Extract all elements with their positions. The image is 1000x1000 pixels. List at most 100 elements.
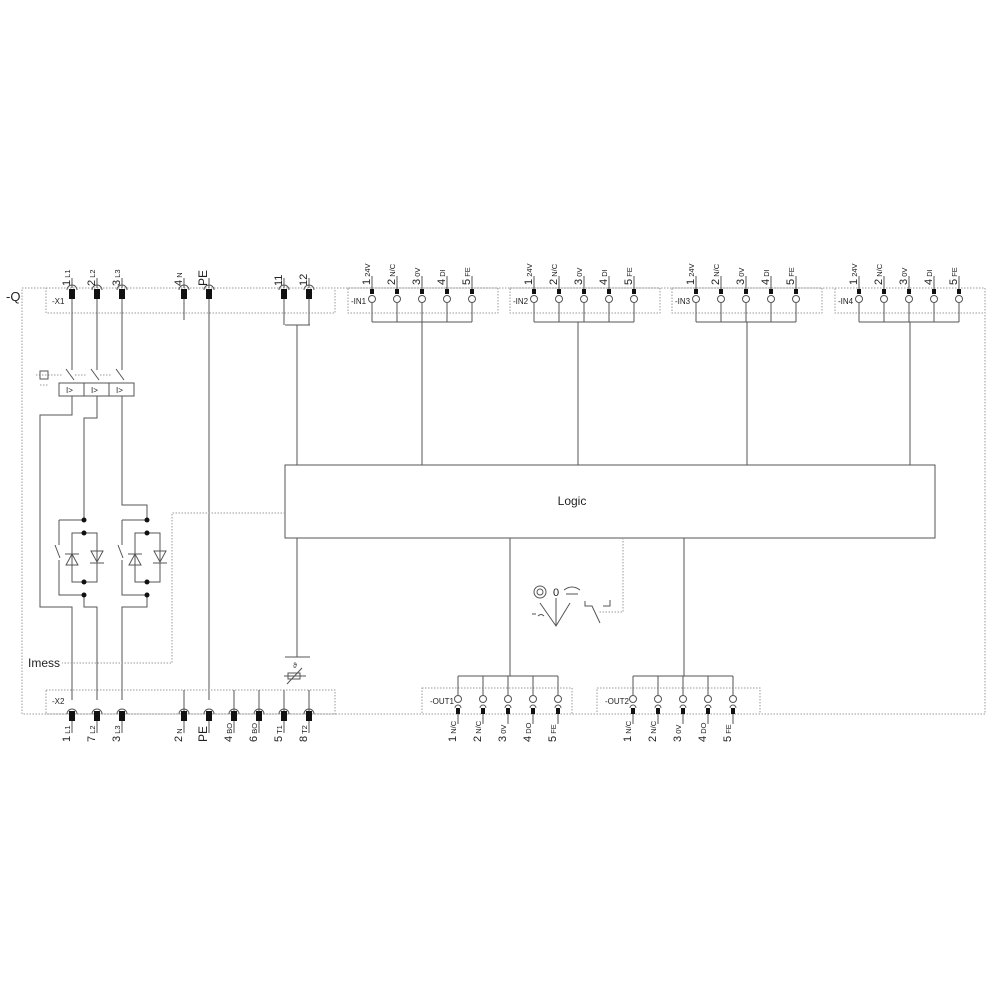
input-pin-5 bbox=[470, 289, 474, 294]
x1-terminal-label: 4 N bbox=[173, 272, 185, 286]
remote-mode-icon bbox=[532, 613, 545, 617]
input-pin-1 bbox=[370, 289, 374, 294]
terminal-x1-2 bbox=[94, 289, 100, 299]
pin-contact bbox=[717, 295, 725, 303]
x2-terminal-label: 1 L1 bbox=[61, 725, 73, 742]
input-pin-1 bbox=[532, 289, 536, 294]
input-pin-5 bbox=[632, 289, 636, 294]
junction-dot bbox=[81, 579, 87, 585]
input-pin-label: 1 24V bbox=[848, 263, 860, 285]
thyristor-icon bbox=[153, 550, 167, 564]
output-pin-2 bbox=[481, 708, 485, 714]
junction-dot bbox=[144, 530, 150, 536]
pin-arc bbox=[454, 704, 462, 709]
input-pin-label: 1 24V bbox=[685, 263, 697, 285]
x2-terminal-label: 7 L2 bbox=[86, 725, 98, 742]
x2-terminal-label: 4 BO bbox=[223, 723, 235, 742]
x1-terminal-label: 11 bbox=[273, 275, 285, 286]
terminal-arc bbox=[203, 708, 215, 715]
pin-contact bbox=[792, 295, 800, 303]
x1-terminal-label: 3 L3 bbox=[111, 269, 123, 286]
auto-mode-icon bbox=[533, 585, 547, 599]
thermistor-slope bbox=[286, 667, 303, 685]
input-pin-4 bbox=[769, 289, 773, 294]
input-pin-4 bbox=[607, 289, 611, 294]
output-module-label: -OUT1 bbox=[430, 697, 455, 706]
x2-terminal-label: 3 L3 bbox=[111, 725, 123, 742]
input-pin-5 bbox=[794, 289, 798, 294]
pin-contact bbox=[880, 295, 888, 303]
output-pin-3 bbox=[681, 708, 685, 714]
terminal-x2-4 bbox=[181, 711, 187, 721]
output-pin-1 bbox=[631, 708, 635, 714]
output-pin-label: 3 0V bbox=[672, 725, 684, 742]
logic-block bbox=[284, 464, 936, 539]
input-pin-2 bbox=[395, 289, 399, 294]
output-pin-5 bbox=[731, 708, 735, 714]
phase-l2-in bbox=[83, 396, 98, 520]
output-pin-label: 1 N/C bbox=[622, 720, 634, 742]
x2-label: -X2 bbox=[52, 697, 65, 706]
pin-arc bbox=[679, 704, 687, 709]
pin-contact bbox=[368, 295, 376, 303]
hand-mode-icon bbox=[563, 586, 581, 595]
breaker-contact bbox=[65, 368, 75, 381]
output-pin-label: 3 0V bbox=[497, 725, 509, 742]
pin-contact bbox=[630, 295, 638, 303]
phase-l1-path bbox=[39, 412, 73, 700]
output-pin-label: 4 DO bbox=[697, 722, 709, 742]
pin-contact bbox=[554, 695, 562, 703]
x1-label: -X1 bbox=[52, 297, 65, 306]
imess-signal bbox=[62, 512, 285, 664]
input-pin-label: 4 DI bbox=[923, 269, 935, 285]
input-pin-label: 3 0V bbox=[573, 268, 585, 285]
input-module-3 bbox=[671, 287, 823, 314]
pin-contact bbox=[580, 295, 588, 303]
output-pin-4 bbox=[531, 708, 535, 714]
junction-dot bbox=[144, 592, 150, 598]
output-pin-label: 2 N/C bbox=[472, 720, 484, 742]
pin-contact bbox=[555, 295, 563, 303]
terminal-arc bbox=[91, 708, 103, 715]
terminal-x1-4 bbox=[181, 289, 187, 299]
input-pin-label: 4 DI bbox=[760, 269, 772, 285]
pin-contact bbox=[418, 295, 426, 303]
trip-cell-label: I> bbox=[91, 386, 98, 395]
output-pin-2 bbox=[656, 708, 660, 714]
device-label: -Q bbox=[6, 289, 20, 304]
pin-contact bbox=[605, 295, 613, 303]
pin-contact bbox=[393, 295, 401, 303]
input-pin-label: 3 0V bbox=[735, 268, 747, 285]
x2-terminal-label: 6 BO bbox=[248, 723, 260, 742]
input-pin-2 bbox=[719, 289, 723, 294]
terminal-x2-9 bbox=[306, 711, 312, 721]
output-pin-label: 1 N/C bbox=[447, 720, 459, 742]
pin-arc bbox=[479, 704, 487, 709]
phase-l3-out bbox=[121, 595, 148, 700]
bypass bbox=[121, 560, 147, 596]
pin-contact bbox=[629, 695, 637, 703]
input-pin-3 bbox=[582, 289, 586, 294]
pin-contact bbox=[930, 295, 938, 303]
input-module-label: -IN2 bbox=[513, 297, 529, 306]
input-pin-label: 2 N/C bbox=[386, 263, 398, 285]
terminal-arc bbox=[66, 708, 78, 715]
selector-switch bbox=[539, 602, 571, 627]
pin-contact bbox=[905, 295, 913, 303]
input-pin-label: 2 N/C bbox=[873, 263, 885, 285]
thyristor-icon bbox=[128, 552, 142, 566]
input-pin-4 bbox=[932, 289, 936, 294]
pin-contact bbox=[654, 695, 662, 703]
output-pin-1 bbox=[456, 708, 460, 714]
thyristor-pair-l3 bbox=[134, 532, 161, 583]
output-pin-5 bbox=[556, 708, 560, 714]
x2-terminal-strip bbox=[45, 689, 336, 715]
input-pin-label: 4 DI bbox=[436, 269, 448, 285]
pin-contact bbox=[855, 295, 863, 303]
pin-arc bbox=[504, 704, 512, 709]
pin-arc bbox=[629, 704, 637, 709]
input-pin-5 bbox=[957, 289, 961, 294]
input-pin-label: 4 DI bbox=[598, 269, 610, 285]
